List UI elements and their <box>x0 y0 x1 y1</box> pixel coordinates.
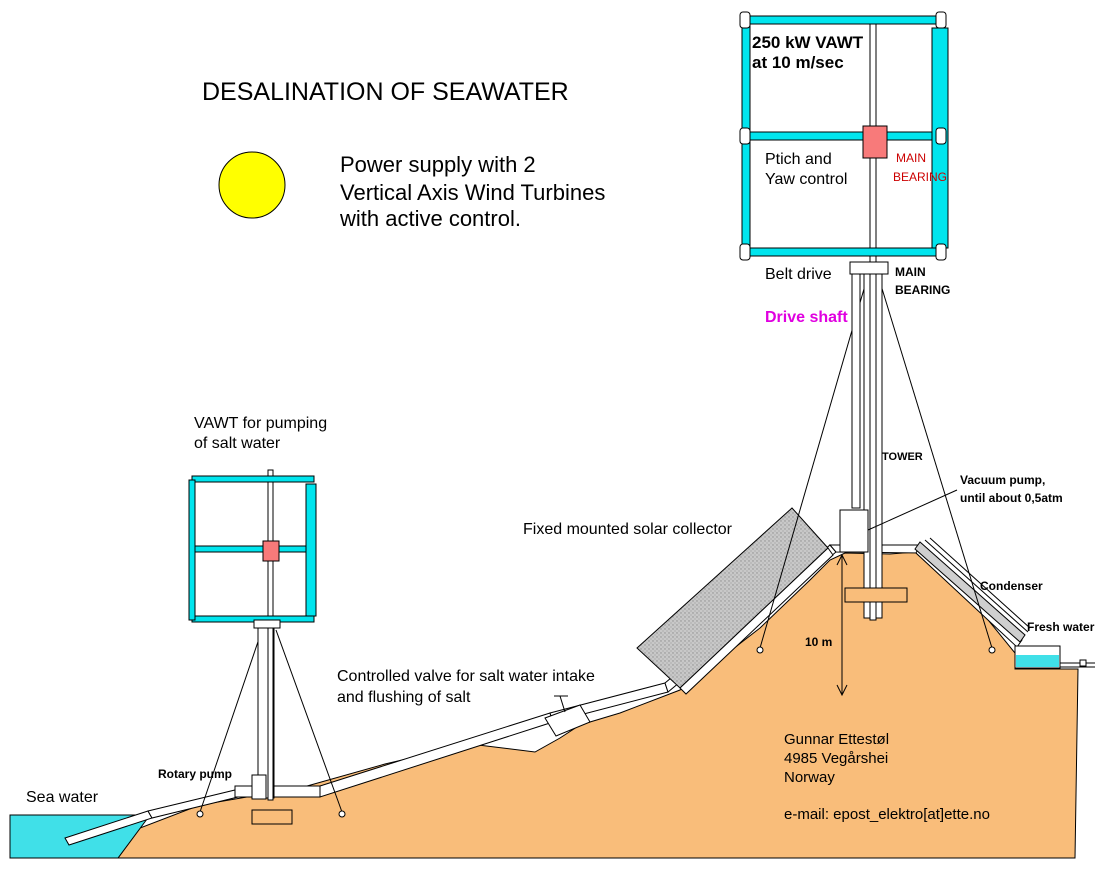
rotary-pump-label: Rotary pump <box>158 767 232 781</box>
vacuum-pump-label: Vacuum pump, until about 0,5atm <box>960 473 1063 505</box>
pitch-control-hub <box>862 125 888 159</box>
height-label: 10 m <box>805 635 832 649</box>
fresh-water-tank <box>1014 645 1095 669</box>
tower-guy-wires <box>759 281 993 649</box>
sun <box>218 151 286 219</box>
lower-main-bearing-label: MAIN BEARING <box>895 265 950 297</box>
salt-water-valve[interactable] <box>544 695 591 737</box>
belt-drive <box>849 261 889 275</box>
big-vawt <box>739 11 996 697</box>
sea-water-label: Sea water <box>26 789 99 806</box>
height-arrow <box>836 553 848 697</box>
small-guy-wires <box>199 629 343 813</box>
small-hub <box>262 540 280 562</box>
tower-foundation <box>844 587 908 603</box>
upper-main-bearing-label: MAIN BEARING <box>893 151 947 184</box>
page-title: DESALINATION OF SEAWATER <box>202 78 569 106</box>
small-rotor <box>188 475 317 629</box>
drive-shaft <box>851 267 861 509</box>
valve-label: Controlled valve for salt water intake a… <box>337 668 599 706</box>
small-vawt-label: VAWT for pumping of salt water <box>194 415 332 452</box>
condenser <box>914 537 1031 643</box>
drive-shaft-label: Drive shaft <box>765 309 848 326</box>
solar-collector-label: Fixed mounted solar collector <box>523 521 733 538</box>
belt-drive-label: Belt drive <box>765 266 832 283</box>
power-supply-text: Power supply with 2 Vertical Axis Wind T… <box>339 152 611 231</box>
pitch-yaw-label: Ptich and Yaw control <box>765 151 847 188</box>
author-block: Gunnar Ettestøl 4985 Vegårshei Norway e-… <box>784 731 990 823</box>
big-rotor <box>739 11 949 261</box>
tower-label: TOWER <box>882 451 923 463</box>
fresh-water-label: Fresh water <box>1027 620 1095 634</box>
solar-collector <box>636 507 834 695</box>
small-foundation <box>251 809 293 825</box>
small-vawt <box>188 469 346 825</box>
vacuum-pump[interactable] <box>839 509 869 553</box>
turbine-rating-label: 250 kW VAWT at 10 m/sec <box>752 33 868 72</box>
condenser-label: Condenser <box>980 579 1043 593</box>
rotary-pump[interactable] <box>251 774 267 800</box>
